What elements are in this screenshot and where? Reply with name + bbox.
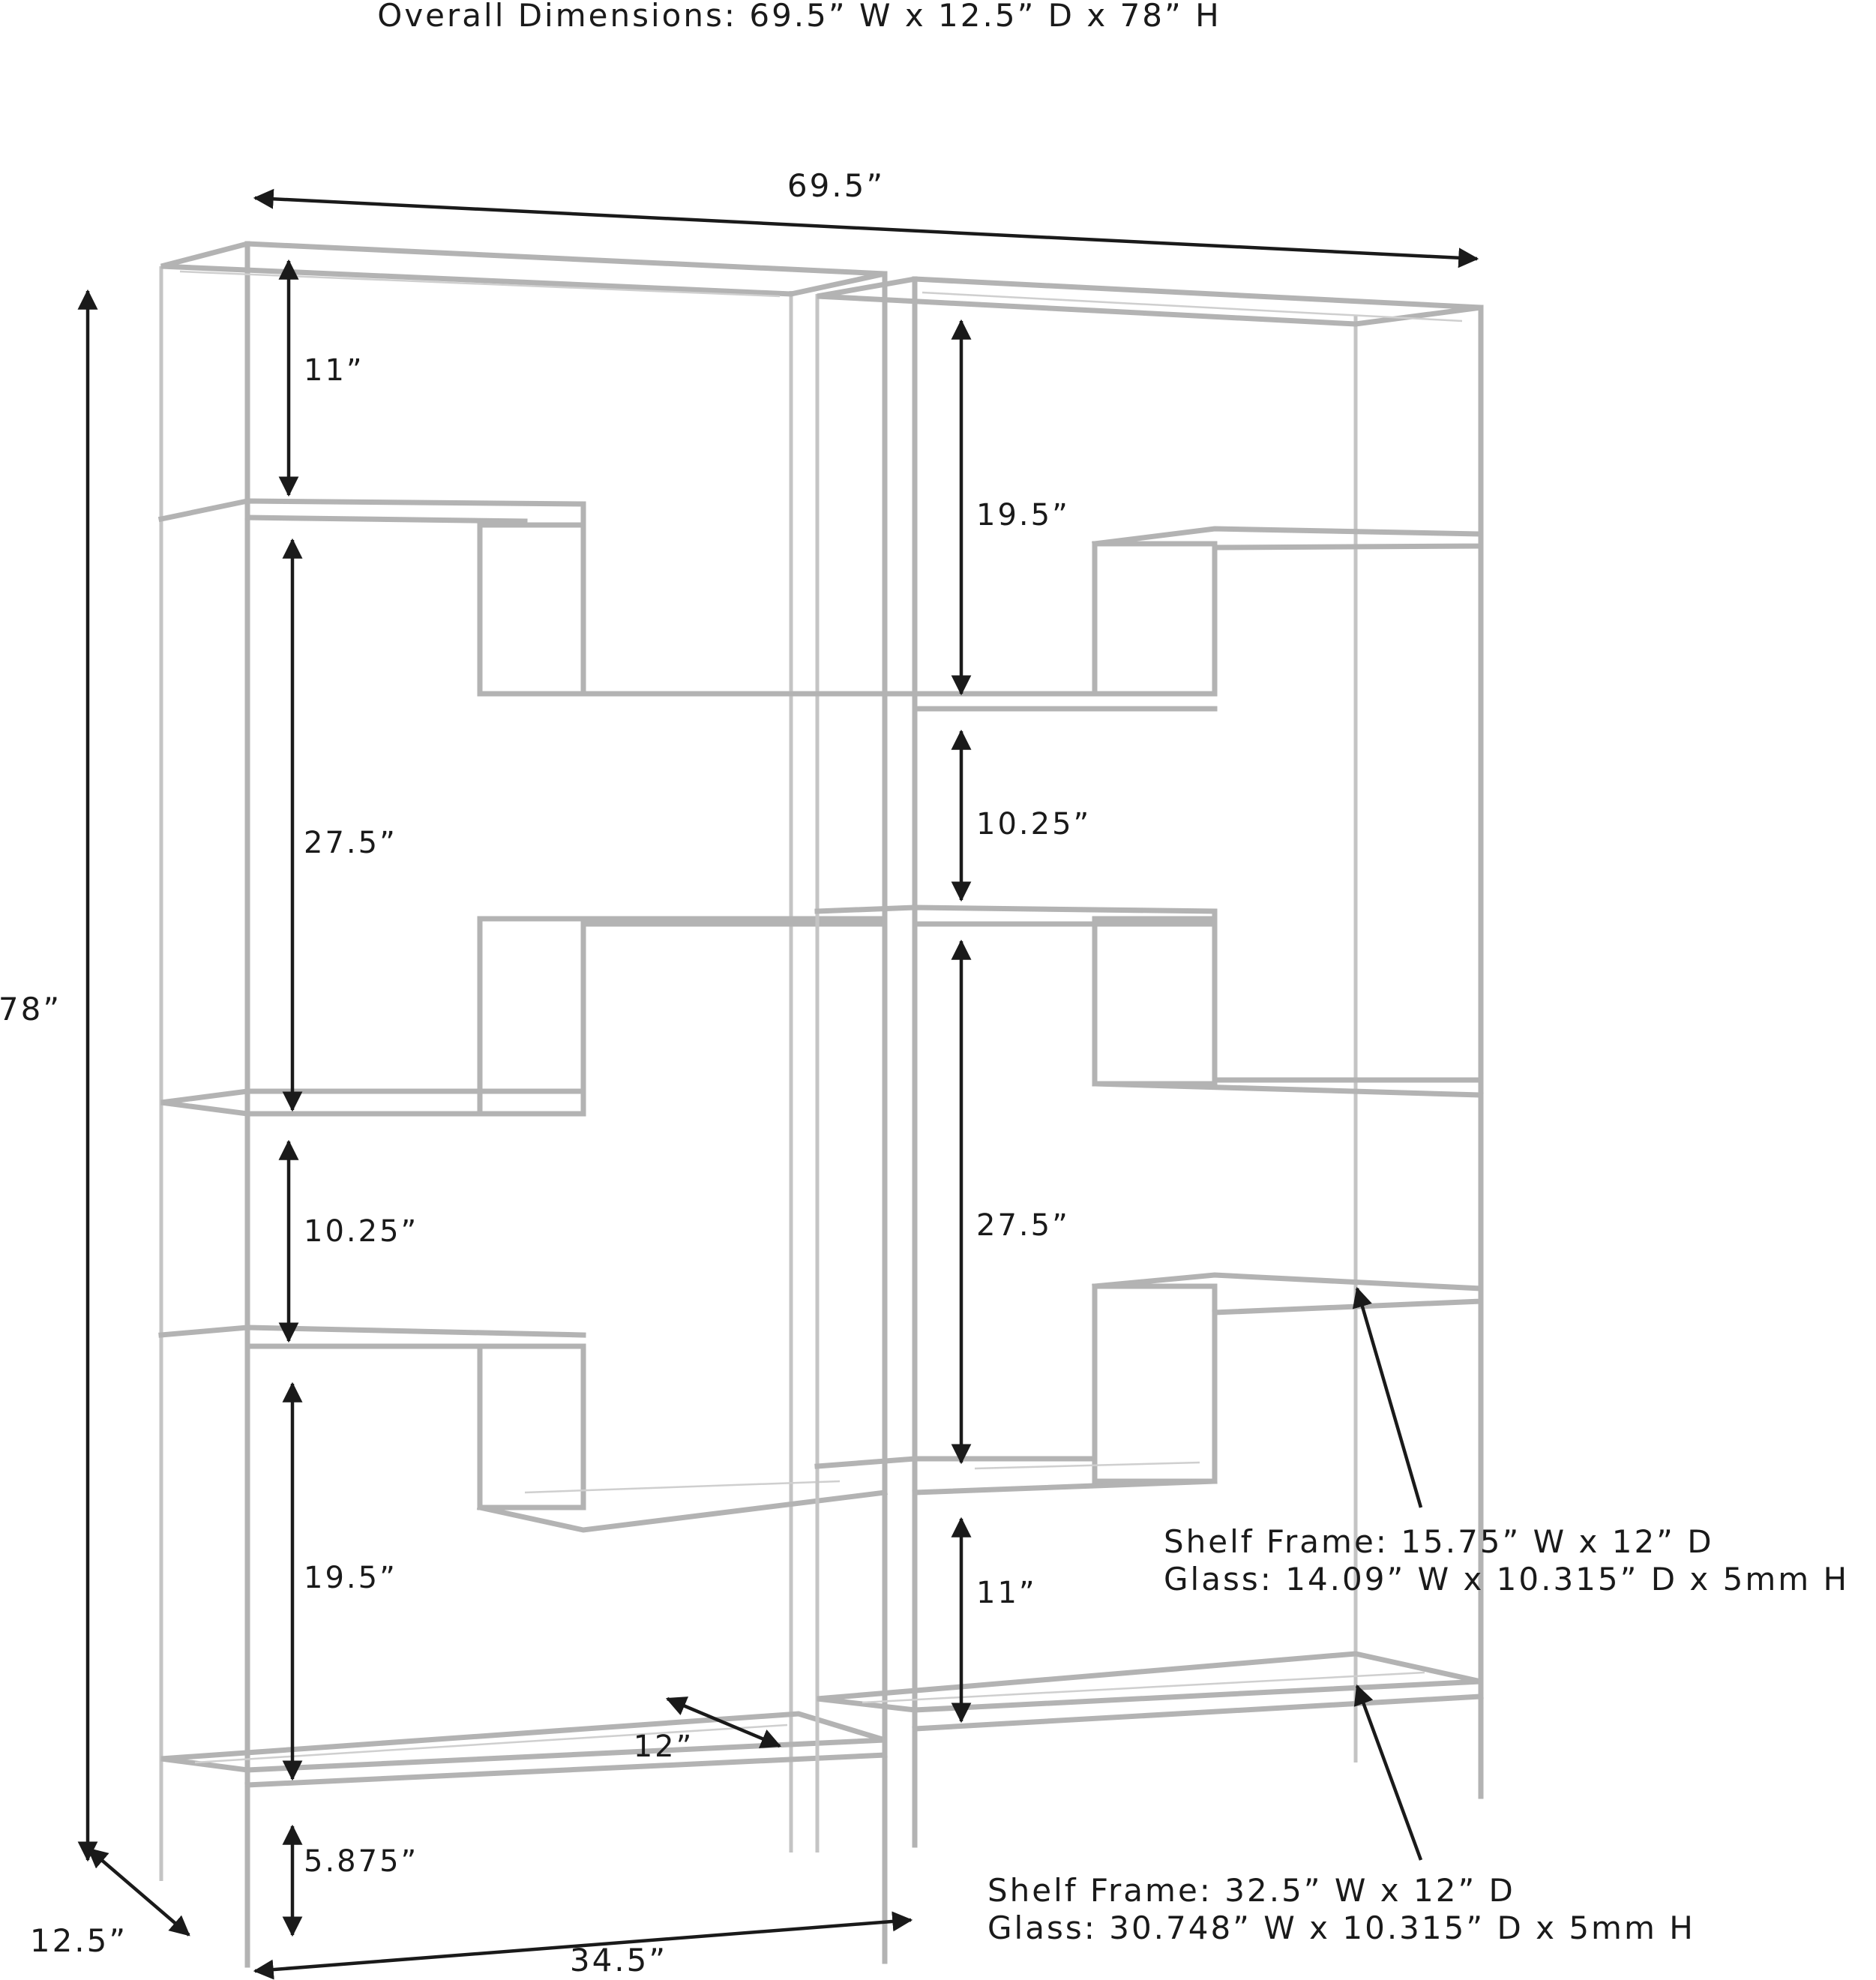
large-shelf-glass-label: Glass: 30.748” W x 10.315” D x 5mm H: [987, 1910, 1695, 1946]
unit-width-arrow: [253, 1911, 913, 1980]
right-gap-label: 10.25”: [976, 807, 1091, 842]
large-shelf-callout-arrow: [1353, 1684, 1423, 1861]
overall-width-label: 69.5”: [787, 167, 885, 204]
left-gap-label: 10.25”: [304, 1214, 418, 1249]
shelf-depth-label: 12”: [634, 1730, 694, 1764]
foot-height-label: 5.875”: [304, 1844, 418, 1879]
small-shelf-glass-label: Glass: 14.09” W x 10.315” D x 5mm H: [1164, 1561, 1849, 1598]
right-bookcase-unit: [814, 276, 1484, 1852]
right-gap-label: 27.5”: [976, 1208, 1070, 1243]
left-gap-label: 11”: [304, 353, 364, 388]
right-gap-label: 19.5”: [976, 498, 1070, 532]
small-shelf-callout-arrow: [1352, 1286, 1423, 1508]
left-gap-label: 19.5”: [304, 1561, 397, 1595]
left-bookcase-unit: [157, 241, 888, 1968]
unit-width-label: 34.5”: [570, 1942, 667, 1978]
depth-label: 12.5”: [30, 1922, 127, 1959]
right-gap-label: 11”: [976, 1576, 1037, 1610]
small-shelf-frame-label: Shelf Frame: 15.75” W x 12” D: [1164, 1523, 1714, 1560]
overall-dimensions-title: Overall Dimensions: 69.5” W x 12.5” D x …: [377, 0, 1221, 34]
large-shelf-frame-label: Shelf Frame: 32.5” W x 12” D: [987, 1872, 1515, 1909]
shelf-depth-arrow: [665, 1696, 782, 1748]
depth-arrow: [87, 1847, 190, 1936]
left-gap-label: 27.5”: [304, 826, 397, 860]
overall-height-label: 78”: [0, 991, 61, 1028]
overall-width-arrow: [253, 188, 1479, 268]
